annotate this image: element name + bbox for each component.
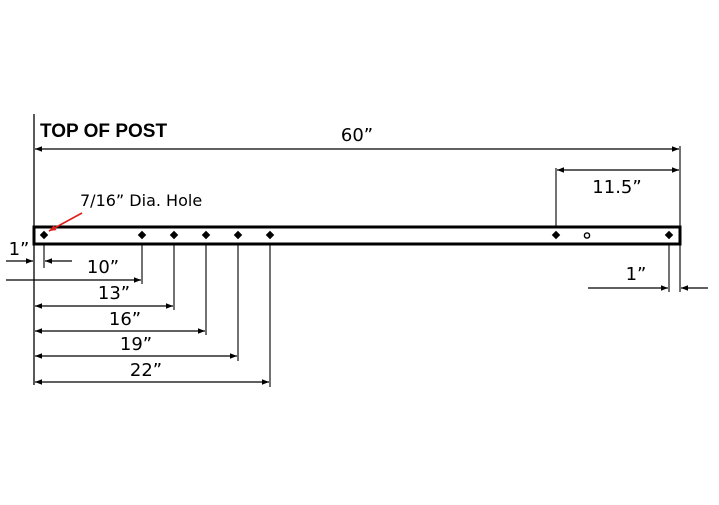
hole-16-label: 16” — [109, 309, 141, 330]
overall-length-label: 60” — [341, 125, 373, 146]
title-label: TOP OF POST — [40, 121, 167, 142]
hole-10-label: 10” — [87, 257, 119, 278]
hole-19-marker — [233, 230, 243, 240]
post-body — [32, 225, 682, 246]
hole-13-label: 13” — [98, 283, 130, 304]
hole-19-label: 19” — [120, 334, 152, 355]
holes — [39, 230, 674, 240]
hole-13-marker — [169, 230, 179, 240]
left-offset-label: 1” — [9, 239, 30, 260]
right-group-label: 11.5” — [592, 177, 641, 198]
hole-16-marker — [201, 230, 211, 240]
right-offset-label: 1” — [626, 264, 647, 285]
hole-note-leader — [48, 212, 83, 232]
hole-22-label: 22” — [130, 360, 162, 381]
hole-22-marker — [265, 230, 275, 240]
hole-1-marker — [39, 230, 49, 240]
hole-open-marker — [583, 232, 591, 239]
hole-note-label: 7/16” Dia. Hole — [80, 191, 202, 210]
hole-10-marker — [137, 230, 147, 240]
